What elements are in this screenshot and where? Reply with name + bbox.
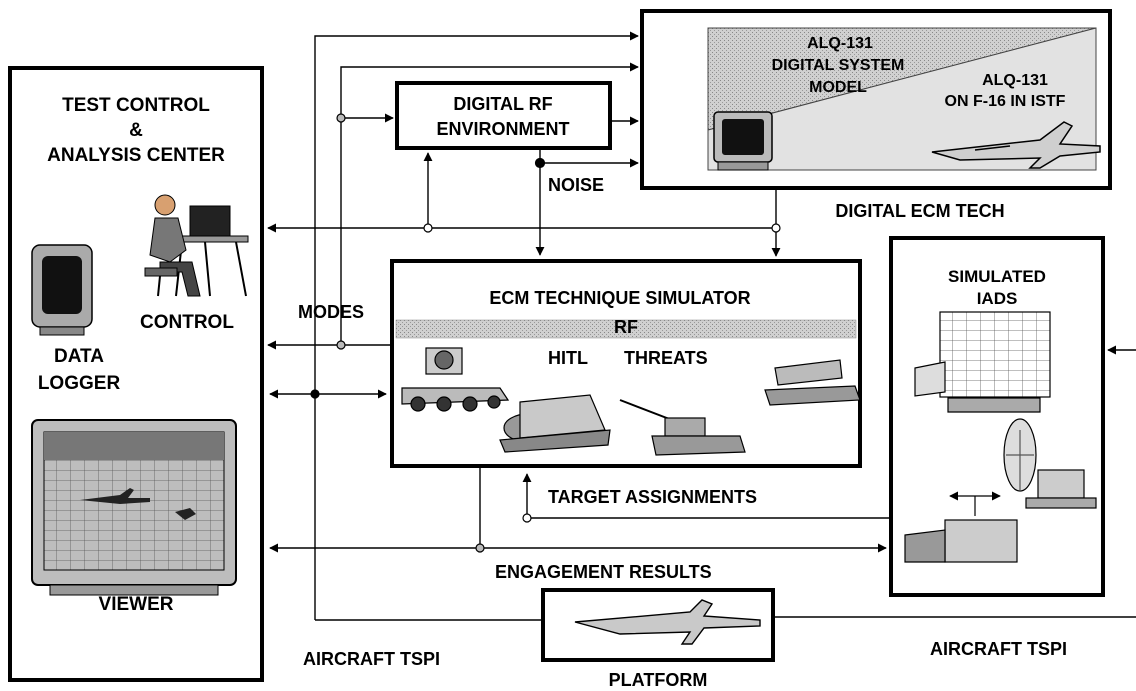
aircraft-tspi-right-label: AIRCRAFT TSPI	[930, 639, 1067, 659]
rf-label: RF	[614, 317, 638, 337]
target-assignments-label: TARGET ASSIGNMENTS	[548, 487, 757, 507]
digital-ecm-tech-box	[640, 9, 1112, 190]
model-label-line1: ALQ-131	[807, 35, 873, 52]
model-label-line2: DIGITAL SYSTEM	[772, 57, 905, 74]
f16-jet-icon	[931, 121, 1101, 169]
istf-label-line1: ALQ-131	[982, 72, 1048, 89]
digital-rf-label-line2: ENVIRONMENT	[436, 119, 569, 139]
junction-dots	[310, 113, 781, 553]
phased-array-radar-icon	[914, 311, 1051, 413]
model-label-line3: MODEL	[809, 79, 867, 96]
platform-box	[541, 588, 775, 662]
aaa-gun-vehicle-icon	[619, 399, 746, 456]
missile-launcher-vehicle-icon	[764, 359, 861, 406]
ecm-simulator-title: ECM TECHNIQUE SIMULATOR	[489, 288, 750, 308]
rf-band	[395, 319, 857, 339]
ecm-technique-simulator-box	[390, 259, 862, 468]
sam-launcher-vehicle-icon	[401, 347, 510, 412]
test-control-title-line3: ANALYSIS CENTER	[47, 145, 225, 166]
test-control-title: TEST CONTROL & ANALYSIS CENTER	[47, 95, 225, 166]
alq131-panel	[707, 27, 1101, 171]
istf-label-line2: ON F-16 IN ISTF	[945, 93, 1066, 110]
modes-label: MODES	[298, 302, 364, 322]
platform-f16-icon	[574, 599, 761, 645]
simulated-iads-box	[889, 236, 1105, 597]
operator-at-workstation-icon	[144, 194, 249, 297]
threats-label: THREATS	[624, 348, 708, 368]
engagement-results-label: ENGAGEMENT RESULTS	[495, 562, 712, 582]
computer-monitor-icon	[713, 111, 773, 171]
digital-rf-environment-box	[395, 81, 612, 150]
iads-label-line1: SIMULATED	[948, 267, 1046, 286]
viewer-monitor-icon	[31, 419, 237, 596]
dish-radar-icon	[1003, 418, 1097, 509]
platform-label: PLATFORM	[609, 670, 708, 690]
control-label: CONTROL	[140, 312, 234, 333]
noise-label: NOISE	[548, 175, 604, 195]
viewer-label: VIEWER	[99, 594, 174, 615]
test-control-title-line2: &	[129, 120, 143, 141]
iads-label-line2: IADS	[977, 289, 1018, 308]
command-truck-icon	[904, 491, 1018, 563]
digital-ecm-tech-caption: DIGITAL ECM TECH	[835, 201, 1004, 221]
data-logger-icon	[31, 244, 93, 336]
data-logger-label-line2: LOGGER	[38, 373, 121, 394]
radar-tracked-vehicle-icon	[499, 394, 611, 453]
test-control-title-line1: TEST CONTROL	[62, 95, 210, 116]
data-logger-label-line1: DATA	[54, 346, 104, 367]
test-control-center-box	[8, 66, 264, 682]
digital-rf-label-line1: DIGITAL RF	[453, 94, 552, 114]
aircraft-tspi-left-label: AIRCRAFT TSPI	[303, 649, 440, 669]
hitl-label: HITL	[548, 348, 588, 368]
